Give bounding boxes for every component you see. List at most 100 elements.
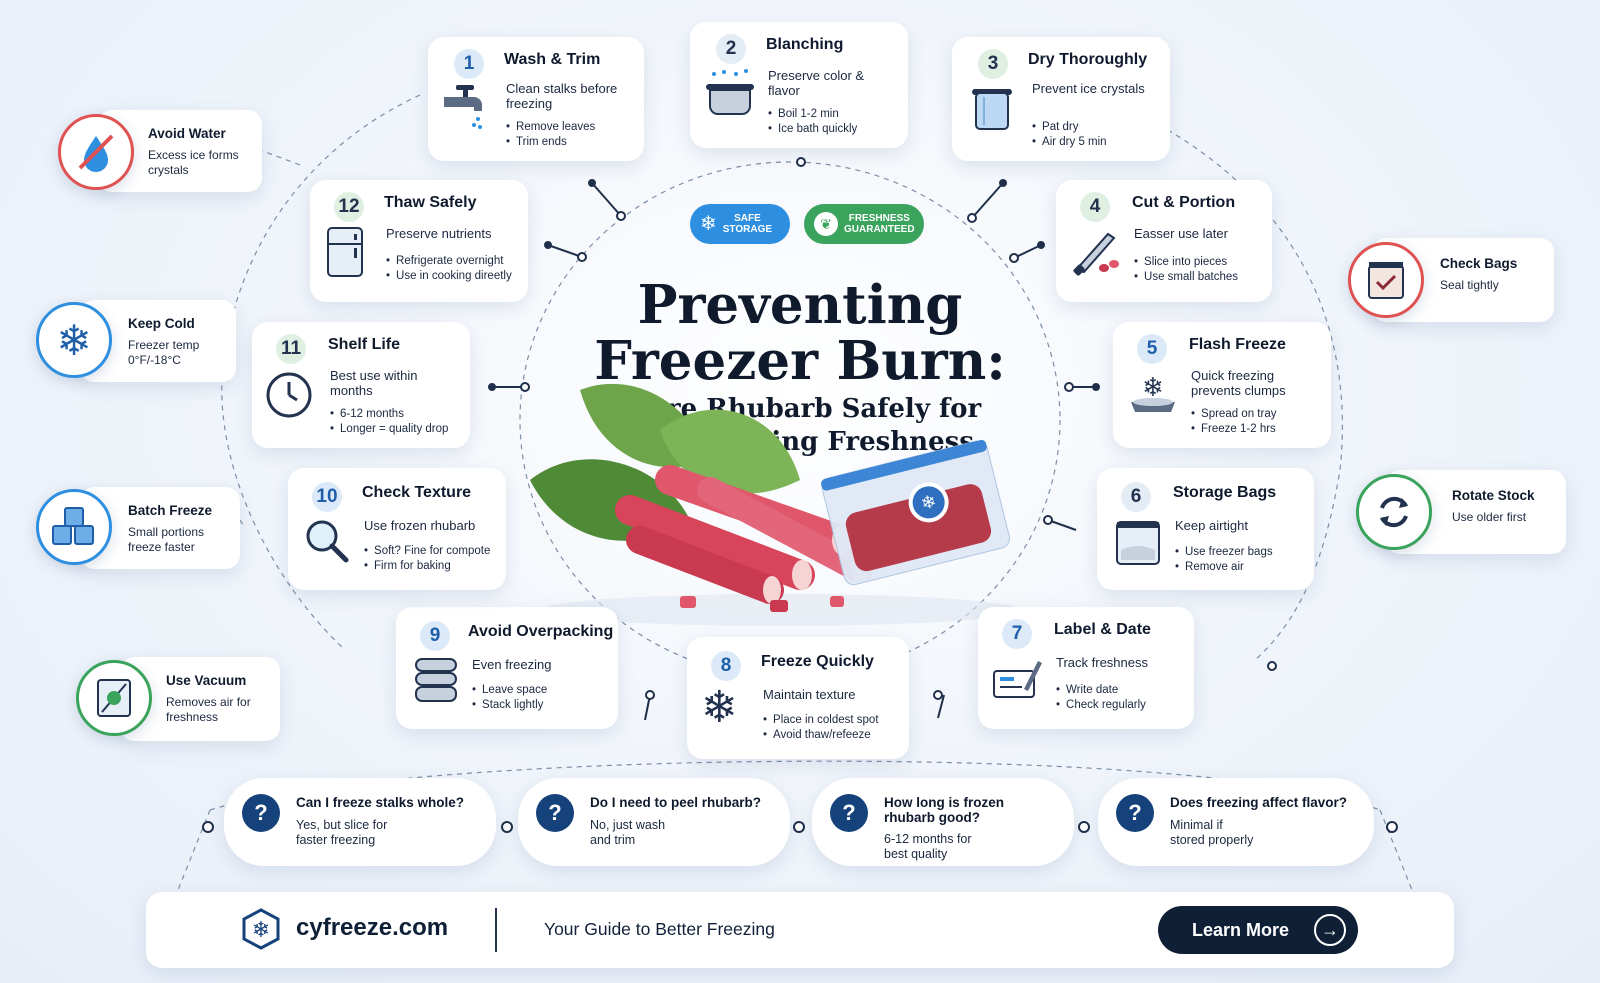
faq-item-1[interactable]: ? Can I freeze stalks whole? Yes, but sl… bbox=[224, 778, 496, 866]
magnifier-icon bbox=[302, 516, 352, 571]
step-card-1: 1 Wash & Trim Clean stalks before freezi… bbox=[428, 37, 644, 161]
bullet-item: Avoid thaw/refeeze bbox=[763, 728, 879, 743]
rhubarb-illustration: ❄ bbox=[530, 383, 1020, 626]
question-icon: ? bbox=[830, 794, 868, 832]
question-icon: ? bbox=[1116, 794, 1154, 832]
bullet-item: Leave space bbox=[472, 683, 547, 698]
bullet-item: Refrigerate overnight bbox=[386, 254, 512, 269]
badge-freshness-guaranteed: ❦ FRESHNESS GUARANTEED bbox=[804, 204, 924, 244]
faq-question: Can I freeze stalks whole? bbox=[296, 795, 465, 810]
no-water-icon bbox=[58, 114, 134, 190]
step-bullets: Pat dry Air dry 5 min bbox=[1032, 120, 1107, 149]
step-number: 2 bbox=[716, 34, 746, 64]
step-description: Even freezing bbox=[472, 657, 552, 672]
step-number: 6 bbox=[1121, 482, 1151, 512]
step-bullets: Leave space Stack lightly bbox=[472, 683, 547, 712]
side-tip-title: Check Bags bbox=[1440, 256, 1518, 271]
badge-label-1: SAFE bbox=[734, 213, 761, 224]
step-title: Shelf Life bbox=[328, 336, 401, 353]
check-bag-icon bbox=[1348, 242, 1424, 318]
arrow-right-icon: → bbox=[1314, 914, 1346, 946]
bullet-item: Trim ends bbox=[506, 135, 595, 150]
step-bullets: 6-12 months Longer = quality drop bbox=[330, 407, 448, 436]
side-tip-title: Avoid Water bbox=[148, 126, 226, 141]
faq-item-3[interactable]: ? How long is frozen rhubarb good? 6-12 … bbox=[812, 778, 1074, 866]
clock-icon bbox=[264, 370, 314, 425]
bullet-item: Pat dry bbox=[1032, 120, 1107, 135]
step-title: Avoid Overpacking bbox=[468, 623, 614, 640]
faq-answer: Yes, but slice for faster freezing bbox=[296, 818, 388, 847]
step-title: Blanching bbox=[766, 36, 844, 53]
step-number: 4 bbox=[1080, 192, 1110, 222]
step-number: 1 bbox=[454, 49, 484, 79]
leaf-icon: ❦ bbox=[814, 212, 838, 236]
step-description: Prevent ice crystals bbox=[1032, 81, 1145, 96]
question-icon: ? bbox=[536, 794, 574, 832]
step-title: Wash & Trim bbox=[504, 51, 601, 68]
headline-line-1: Preventing bbox=[637, 274, 963, 336]
step-card-11: 11 Shelf Life Best use within months 6-1… bbox=[252, 322, 470, 448]
step-card-5: 5 Flash Freeze ❄ Quick freezing prevents… bbox=[1113, 322, 1331, 448]
faq-question: Do I need to peel rhubarb? bbox=[590, 795, 762, 810]
step-title: Cut & Portion bbox=[1132, 194, 1236, 211]
bullet-item: Write date bbox=[1056, 683, 1146, 698]
step-card-3: 3 Dry Thoroughly Prevent ice crystals Pa… bbox=[952, 37, 1170, 161]
question-icon: ? bbox=[242, 794, 280, 832]
step-title: Storage Bags bbox=[1173, 484, 1277, 501]
step-number: 5 bbox=[1137, 334, 1167, 364]
step-bullets: Spread on tray Freeze 1-2 hrs bbox=[1191, 407, 1276, 436]
bullet-item: Firm for baking bbox=[364, 559, 490, 574]
side-tip-avoid-water: Avoid Water Excess ice forms crystals bbox=[98, 110, 262, 192]
bag-icon bbox=[1115, 520, 1161, 571]
svg-text:❄: ❄ bbox=[919, 491, 939, 515]
step-number: 7 bbox=[1002, 619, 1032, 649]
step-card-10: 10 Check Texture Use frozen rhubarb Soft… bbox=[288, 468, 506, 590]
footer-divider bbox=[495, 908, 497, 952]
step-description: Use frozen rhubarb bbox=[364, 518, 476, 533]
step-description: Maintain texture bbox=[763, 687, 856, 702]
step-bullets: Write date Check regularly bbox=[1056, 683, 1146, 712]
bullet-item: Place in coldest spot bbox=[763, 713, 878, 728]
brand-name[interactable]: cyfreeze.com bbox=[296, 914, 449, 941]
badge-label-2: GUARANTEED bbox=[844, 224, 915, 235]
step-title: Dry Thoroughly bbox=[1028, 51, 1148, 68]
step-card-4: 4 Cut & Portion Easser use later Slice i… bbox=[1056, 180, 1272, 302]
side-tip-title: Use Vacuum bbox=[166, 673, 247, 688]
bullet-item: Longer = quality drop bbox=[330, 422, 448, 437]
svg-text:❄: ❄ bbox=[1142, 373, 1164, 403]
learn-more-button[interactable]: Learn More → bbox=[1158, 906, 1358, 954]
faq-question: How long is frozen rhubarb good? bbox=[884, 795, 1004, 825]
step-title: Check Texture bbox=[362, 484, 472, 501]
side-tip-description: Seal tightly bbox=[1440, 278, 1499, 292]
bullet-item: Spread on tray bbox=[1191, 407, 1276, 422]
bullet-item: Check regularly bbox=[1056, 698, 1146, 713]
knife-icon bbox=[1070, 226, 1122, 283]
footer-tagline: Your Guide to Better Freezing bbox=[544, 919, 775, 939]
step-title: Thaw Safely bbox=[384, 194, 477, 211]
step-bullets: Boil 1-2 min Ice bath quickly bbox=[768, 107, 857, 136]
vacuum-bag-icon bbox=[76, 660, 152, 736]
step-bullets: Soft? Fine for compote Firm for baking bbox=[364, 544, 490, 573]
step-bullets: Slice into pieces Use small batches bbox=[1134, 255, 1238, 284]
snowflake-icon: ❄ bbox=[701, 683, 738, 732]
side-tip-description: Small portions freeze faster bbox=[128, 525, 205, 554]
ice-cubes-icon bbox=[36, 489, 112, 565]
bullet-item: Use small batches bbox=[1134, 270, 1238, 285]
bullet-item: Soft? Fine for compote bbox=[364, 544, 490, 559]
faq-item-4[interactable]: ? Does freezing affect flavor? Minimal i… bbox=[1098, 778, 1374, 866]
step-description: Preserve color & flavor bbox=[768, 68, 865, 98]
step-description: Preserve nutrients bbox=[386, 226, 492, 241]
bullet-item: 6-12 months bbox=[330, 407, 448, 422]
step-description: Track freshness bbox=[1056, 655, 1148, 670]
badge-label-1: FRESHNESS bbox=[848, 213, 910, 224]
step-card-2: 2 Blanching Preserve color & flavor Boil… bbox=[690, 22, 908, 148]
step-bullets: Refrigerate overnight Use in cooking dir… bbox=[386, 254, 512, 283]
step-description: Quick freezing prevents clumps bbox=[1191, 368, 1286, 398]
step-title: Flash Freeze bbox=[1189, 336, 1286, 353]
step-card-7: 7 Label & Date Track freshness Write dat… bbox=[978, 607, 1194, 729]
faq-question: Does freezing affect flavor? bbox=[1170, 795, 1348, 810]
step-bullets: Use freezer bags Remove air bbox=[1175, 545, 1273, 574]
step-card-12: 12 Thaw Safely Preserve nutrients Refrig… bbox=[310, 180, 528, 302]
faq-item-2[interactable]: ? Do I need to peel rhubarb? No, just wa… bbox=[518, 778, 790, 866]
